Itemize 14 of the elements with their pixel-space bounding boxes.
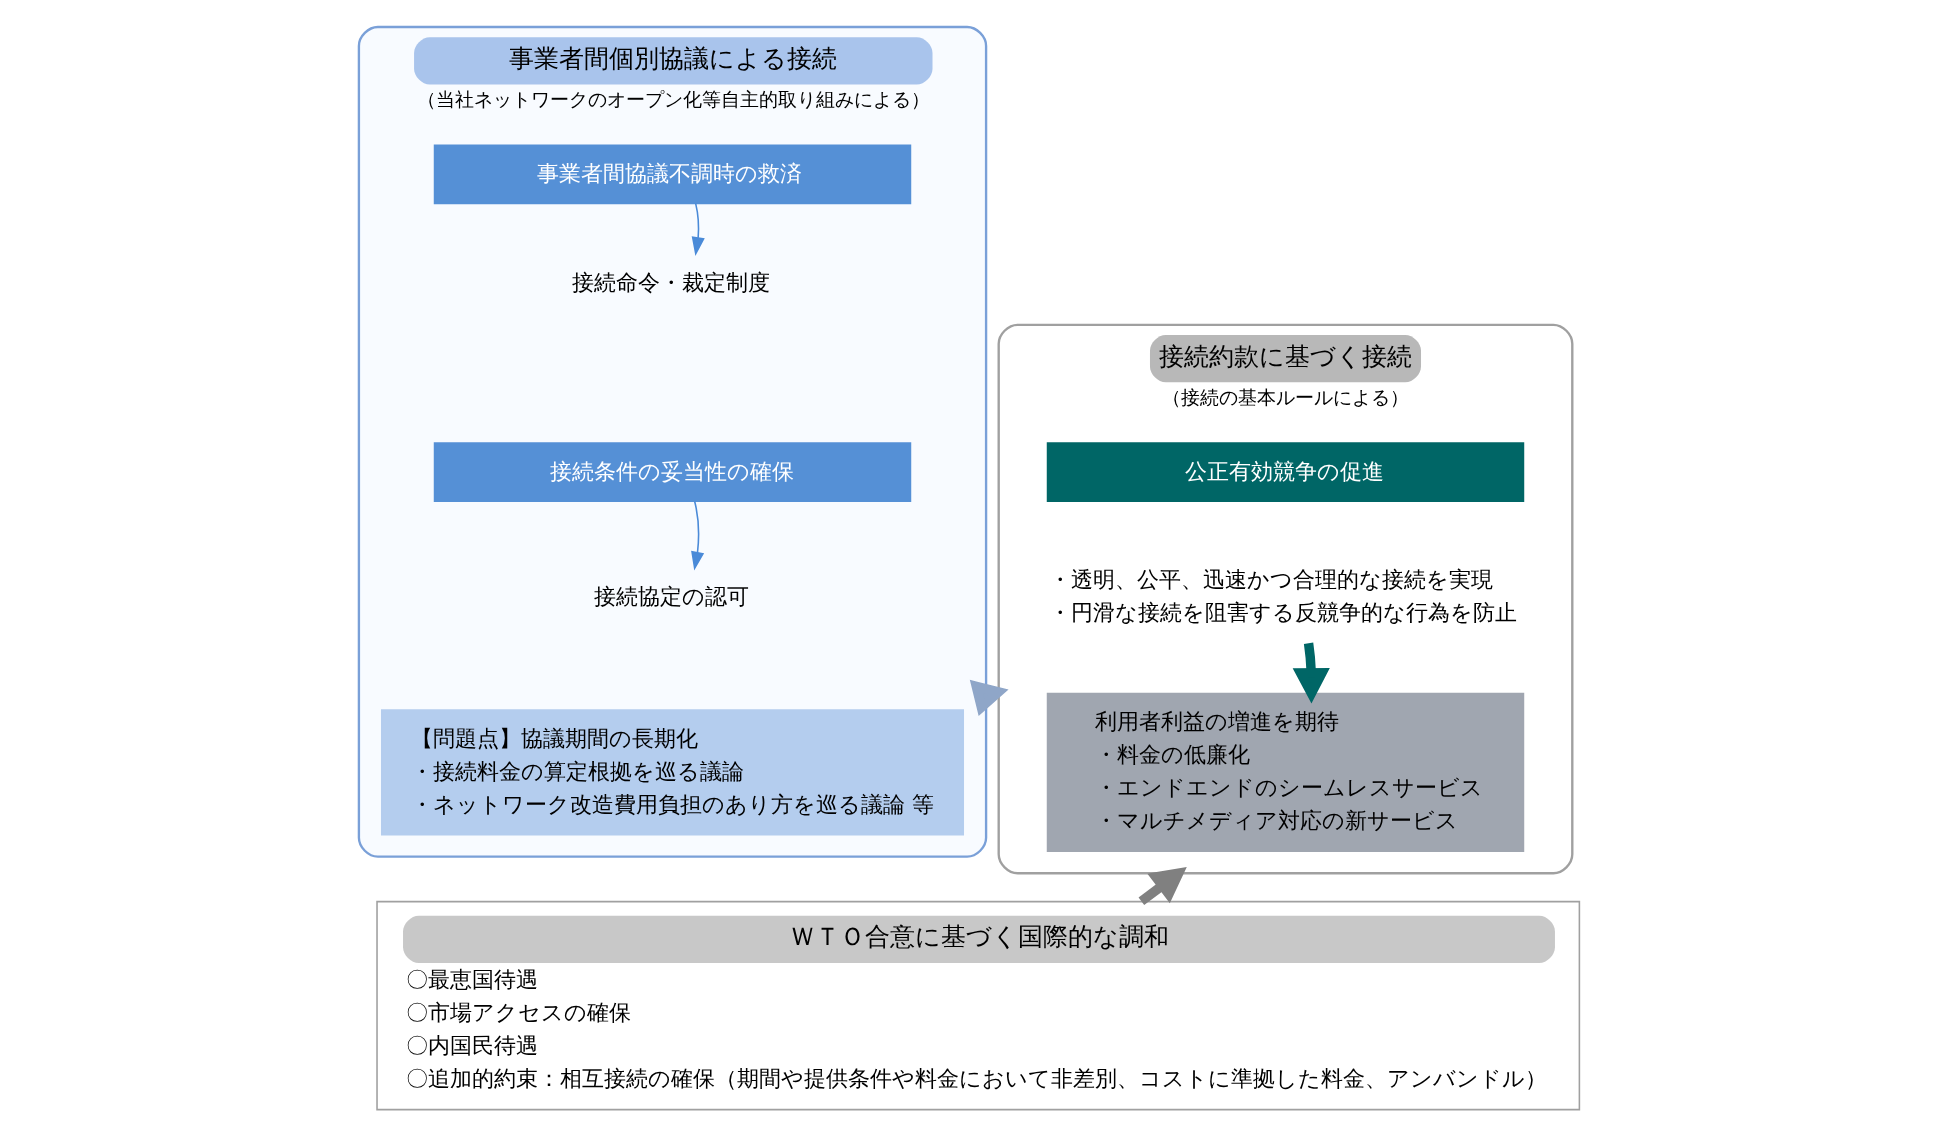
node-text: 接続命令・裁定制度 (571, 269, 770, 295)
node-text: 接続協定の認可 (593, 584, 749, 610)
arrow (691, 202, 705, 256)
arrow (691, 500, 705, 571)
node-box: 接続条件の妥当性の確保 (433, 442, 912, 503)
node-box: ＷＴＯ合意に基づく国際的な調和 〇最恵国待遇 〇市場アクセスの確保 〇内国民待遇 〇追加的約束：相互接続の確保（期間や提供条件や料金において非差別、コストに準拠した料金、アンバンドル） (376, 900, 1581, 1111)
arrow (1138, 867, 1187, 906)
node-box: 【問題点】協議期間の長期化 ・接続料金の算定根拠を巡る議論 ・ネットワーク改造費用負担のあり方を巡る議論 等 (380, 709, 965, 836)
arrow (1292, 642, 1330, 704)
node-box: 利用者利益の増進を期待 ・料金の低廉化 ・エンドエンドのシームレスサービス ・マルチメディア対応の新サービス (1046, 692, 1525, 852)
node-box: 公正有効競争の促進 (1046, 442, 1525, 503)
arrow (969, 679, 1009, 716)
node-text: ・透明、公平、迅速かつ合理的な接続を実現 ・円滑な接続を阻害する反競争的な行為を防止 (1049, 566, 1518, 625)
node-box: 事業者間協議不調時の救済 (433, 144, 912, 205)
